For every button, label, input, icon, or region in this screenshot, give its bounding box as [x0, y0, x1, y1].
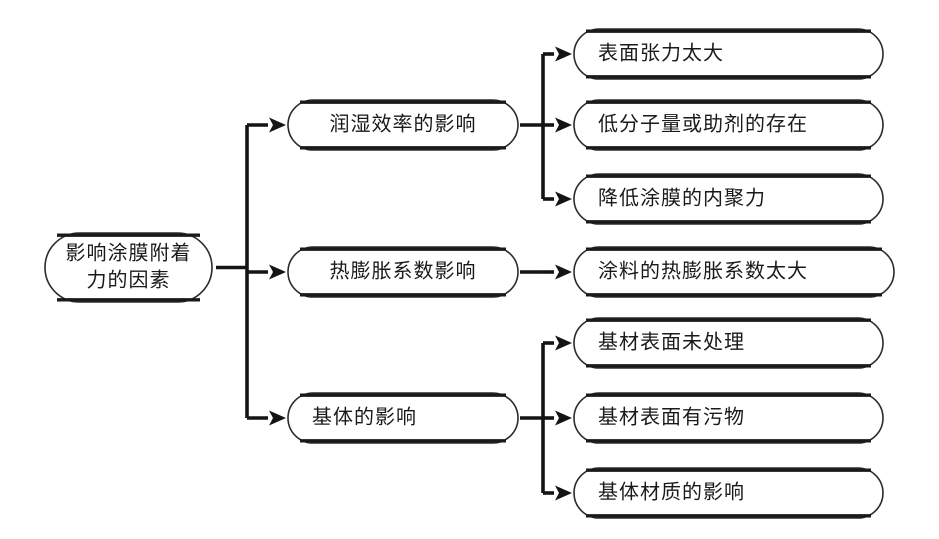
branch-wetting[interactable]: 润湿效率的影响 — [287, 99, 519, 151]
branch-substrate[interactable]: 基体的影响 — [287, 392, 519, 444]
arrow-branch-substrate-leaf-2 — [555, 485, 572, 501]
connector-layer — [216, 46, 572, 501]
leaf-cohesion-label: 降低涂膜的内聚力 — [598, 186, 766, 210]
arrow-branch-wetting-leaf-0 — [555, 46, 572, 62]
arrow-branch-substrate-leaf-1 — [555, 410, 572, 426]
branch-substrate-label: 基体的影响 — [312, 405, 417, 429]
leaf-thermal-coefficient[interactable]: 涂料的热膨胀系数太大 — [573, 246, 895, 298]
branch-thermal[interactable]: 热膨胀系数影响 — [287, 246, 519, 298]
root-node-label: 影响涂膜附着 — [66, 241, 192, 265]
leaf-untreated-surface[interactable]: 基材表面未处理 — [573, 317, 884, 369]
leaf-untreated-surface-label: 基材表面未处理 — [598, 330, 745, 354]
leaf-dirty-surface-label: 基材表面有污物 — [598, 405, 745, 429]
arrow-branch-thermal-leaf-0 — [555, 264, 572, 280]
leaf-cohesion[interactable]: 降低涂膜的内聚力 — [573, 173, 884, 225]
leaf-low-molecular-label: 低分子量或助剂的存在 — [598, 112, 808, 136]
branch-thermal-label: 热膨胀系数影响 — [330, 259, 477, 283]
arrow-branch-substrate-leaf-0 — [555, 335, 572, 351]
leaf-thermal-coefficient-label: 涂料的热膨胀系数太大 — [598, 259, 808, 283]
root-node-label: 力的因素 — [87, 268, 171, 292]
leaf-surface-tension[interactable]: 表面张力太大 — [573, 28, 884, 80]
arrow-root-to-branch-1 — [269, 264, 286, 280]
leaf-dirty-surface[interactable]: 基材表面有污物 — [573, 392, 884, 444]
arrow-branch-wetting-leaf-2 — [555, 191, 572, 207]
leaf-low-molecular[interactable]: 低分子量或助剂的存在 — [573, 99, 884, 151]
leaf-surface-tension-label: 表面张力太大 — [598, 41, 724, 65]
leaf-substrate-material[interactable]: 基体材质的影响 — [573, 467, 884, 519]
branch-wetting-label: 润湿效率的影响 — [330, 112, 477, 136]
arrow-root-to-branch-0 — [269, 117, 286, 133]
arrow-root-to-branch-2 — [269, 410, 286, 426]
leaf-substrate-material-label: 基体材质的影响 — [598, 480, 745, 504]
arrow-branch-wetting-leaf-1 — [555, 117, 572, 133]
